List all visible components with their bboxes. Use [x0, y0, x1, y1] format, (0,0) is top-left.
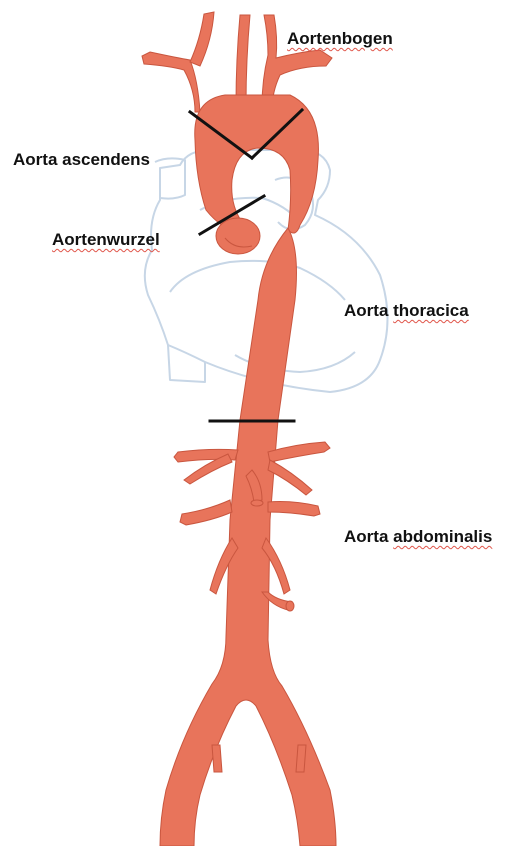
celiac-lower-right [268, 460, 312, 495]
mesenteric-stub-end [286, 601, 294, 611]
celiac-right-branch [268, 442, 330, 462]
thoracic-aorta [240, 228, 296, 420]
internal-iliac-right [296, 745, 306, 772]
left-carotid-artery [236, 15, 250, 104]
superior-mesenteric-stub-end [251, 500, 263, 506]
internal-iliac-left [212, 745, 222, 772]
renal-right [268, 502, 320, 517]
renal-left [180, 500, 232, 525]
abdominal-aorta [160, 420, 336, 846]
label-thoracic-aorta: Aorta thoracica [344, 301, 469, 321]
aortic-arch [195, 95, 319, 233]
label-aortic-arch: Aortenbogen [287, 29, 393, 49]
label-ascending-aorta: Aorta ascendens [13, 150, 150, 170]
aortic-root [216, 218, 260, 254]
label-aortic-root: Aortenwurzel [52, 230, 160, 250]
right-carotid-branch [190, 12, 214, 66]
label-abdominal-aorta: Aorta abdominalis [344, 527, 492, 547]
aorta [142, 12, 336, 846]
